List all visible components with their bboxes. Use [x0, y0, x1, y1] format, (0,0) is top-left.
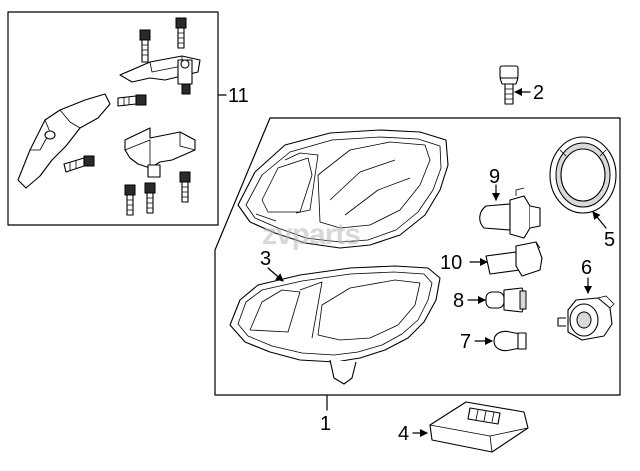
leader-5: [592, 211, 607, 229]
callout-2: 2: [533, 82, 544, 104]
bolt-middle: [117, 94, 147, 107]
bolt-top-left: [139, 29, 151, 63]
callout-1: 1: [320, 413, 331, 435]
callout-11: 11: [228, 85, 249, 107]
part-8-bulb: [485, 287, 527, 313]
headlamp-lens: [229, 265, 441, 385]
callout-8: 8: [453, 290, 464, 312]
part-7-bulb: [493, 330, 527, 352]
part-5-seal: [549, 136, 617, 214]
callout-5: 5: [604, 229, 615, 251]
mounting-kit-frame: [7, 11, 219, 226]
bolt-bottom-3: [179, 171, 191, 203]
bolt-top-right: [175, 17, 187, 49]
bolt-lower-left: [63, 155, 95, 173]
callout-10: 10: [440, 252, 462, 274]
callout-6: 6: [581, 257, 592, 279]
headlamp-assembly-frame: [214, 117, 621, 396]
leader-3: [267, 267, 284, 282]
bolt-bottom-2: [144, 182, 156, 214]
callout-7: 7: [460, 331, 471, 353]
callout-3: 3: [260, 248, 271, 270]
part-10-bulb: [485, 241, 543, 277]
part-4-module: [429, 401, 529, 453]
bolt-bottom-1: [124, 184, 136, 216]
part-6-socket: [557, 295, 615, 341]
callout-9: 9: [489, 166, 500, 188]
lower-bracket: [124, 127, 196, 178]
callout-4: 4: [398, 423, 409, 445]
part-9-bulb: [479, 187, 541, 239]
side-bracket: [17, 93, 111, 189]
headlamp-housing: [237, 129, 449, 249]
upper-bracket: [119, 55, 201, 95]
watermark-text: zvparts: [262, 218, 360, 251]
part-2-bolt: [499, 65, 519, 105]
